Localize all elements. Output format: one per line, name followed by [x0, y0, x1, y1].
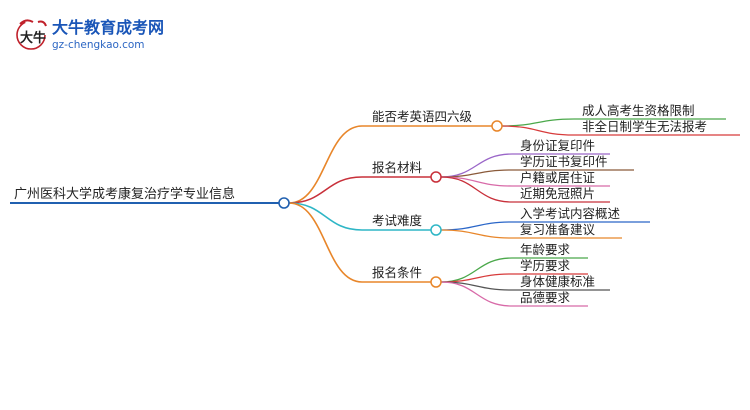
- branch-node-dot: [491, 120, 503, 132]
- root-label: 广州医科大学成考康复治疗学专业信息: [14, 186, 235, 202]
- leaf-label: 身份证复印件: [520, 138, 595, 153]
- leaf-health-standard[interactable]: 身体健康标准: [512, 274, 610, 291]
- branch-node-dot: [430, 171, 442, 183]
- connector-lines: [288, 118, 575, 307]
- logo-title: 大牛教育成考网: [52, 18, 164, 37]
- branch-leaf-connector: [440, 229, 513, 239]
- leaf-parttime-ineligible[interactable]: 非全日制学生无法报考: [574, 119, 740, 136]
- branch-label: 报名材料: [372, 160, 423, 175]
- branch-label: 考试难度: [372, 213, 423, 228]
- root-branch-connector: [288, 176, 363, 204]
- branch-node-dot: [430, 224, 442, 236]
- leaf-recent-photo[interactable]: 近期免冠照片: [512, 186, 610, 203]
- leaf-review-advice[interactable]: 复习准备建议: [512, 222, 622, 239]
- branch-leaf-connector: [440, 221, 513, 231]
- logo-mark-text: 大牛: [20, 30, 46, 46]
- leaf-label: 入学考试内容概述: [520, 206, 621, 221]
- leaf-label: 近期免冠照片: [520, 186, 595, 201]
- leaf-label: 身体健康标准: [520, 274, 595, 289]
- logo-url: gz-chengkao.com: [52, 39, 145, 51]
- branch-leaf-connector: [501, 125, 575, 136]
- site-logo[interactable]: 大牛 大牛教育成考网 gz-chengkao.com: [16, 18, 164, 51]
- branch-label: 能否考英语四六级: [372, 109, 473, 124]
- leaf-label: 品德要求: [520, 290, 571, 305]
- leaf-moral-requirement[interactable]: 品德要求: [512, 290, 588, 307]
- leaf-id-copy[interactable]: 身份证复印件: [512, 138, 610, 155]
- root-branch-connector: [288, 202, 363, 231]
- branch-label: 报名条件: [372, 265, 422, 280]
- leaf-label: 学历要求: [520, 258, 571, 273]
- branch-node-dot: [430, 276, 442, 288]
- branch-application-requirements[interactable]: 报名条件: [362, 265, 442, 288]
- leaf-label: 复习准备建议: [520, 222, 596, 237]
- branch-leaf-connector: [440, 176, 513, 203]
- branch-english-exam[interactable]: 能否考英语四六级: [362, 109, 503, 132]
- leaf-exam-content-overview[interactable]: 入学考试内容概述: [512, 206, 650, 223]
- root-node-dot: [278, 197, 290, 209]
- branch-leaf-connector: [501, 118, 575, 127]
- leaf-label: 学历证书复印件: [520, 154, 608, 169]
- leaf-age-requirement[interactable]: 年龄要求: [512, 242, 588, 259]
- bull-logo-icon: 大牛: [16, 19, 47, 50]
- leaf-diploma-copy[interactable]: 学历证书复印件: [512, 154, 634, 171]
- branch-leaf-connector: [440, 281, 513, 307]
- leaf-label: 成人高考生资格限制: [582, 103, 695, 118]
- branch-application-materials[interactable]: 报名材料: [362, 160, 442, 183]
- leaf-label: 户籍或居住证: [520, 170, 596, 185]
- leaf-label: 年龄要求: [520, 242, 571, 257]
- leaf-residence-permit[interactable]: 户籍或居住证: [512, 170, 610, 187]
- leaf-adult-exam-restriction[interactable]: 成人高考生资格限制: [574, 103, 726, 120]
- branch-exam-difficulty[interactable]: 考试难度: [362, 213, 442, 236]
- root-node[interactable]: 广州医科大学成考康复治疗学专业信息: [10, 186, 290, 209]
- leaf-education-requirement[interactable]: 学历要求: [512, 258, 588, 275]
- leaf-label: 非全日制学生无法报考: [582, 119, 707, 134]
- root-branch-connector: [288, 202, 363, 283]
- root-branch-connector: [288, 125, 363, 204]
